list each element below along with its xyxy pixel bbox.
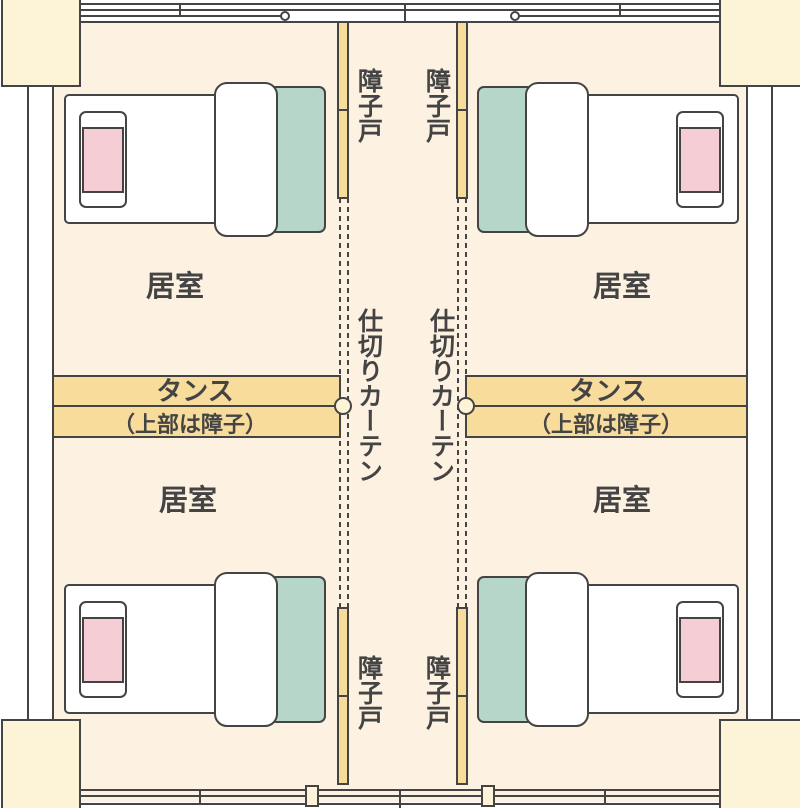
tansu-label-left: タンス bbox=[156, 377, 233, 407]
pillow-icon bbox=[679, 617, 721, 683]
curtain-ring-icon bbox=[334, 397, 352, 415]
curtain-ring-icon bbox=[457, 397, 475, 415]
tansu-label-right: タンス bbox=[569, 377, 646, 407]
top-window-icon bbox=[80, 3, 720, 23]
shoji-door-label-top-right: 障子戸 bbox=[423, 67, 452, 144]
shoji-door-label-top-left: 障子戸 bbox=[355, 67, 384, 144]
room-label-bottom-right: 居室 bbox=[593, 483, 651, 517]
bed-icon bbox=[64, 82, 326, 237]
pillow-icon bbox=[679, 127, 721, 193]
bed-icon bbox=[64, 572, 326, 727]
partition-curtain-label-right: 仕切りカーテン bbox=[427, 308, 457, 483]
bottom-window-icon bbox=[80, 785, 720, 808]
room-label-top-left: 居室 bbox=[146, 269, 204, 303]
pillow-icon bbox=[82, 127, 124, 193]
room-label-top-right: 居室 bbox=[593, 269, 651, 303]
tansu-note-left: （上部は障子） bbox=[113, 412, 267, 438]
tansu-right bbox=[465, 375, 748, 438]
partition-curtain-label-left: 仕切りカーテン bbox=[355, 308, 385, 483]
shoji-door-label-bottom-left: 障子戸 bbox=[355, 654, 384, 731]
room-label-bottom-left: 居室 bbox=[159, 483, 217, 517]
pillow-icon bbox=[82, 617, 124, 683]
shoji-doors bbox=[337, 21, 468, 785]
bed-icon bbox=[477, 82, 739, 237]
bed-icon bbox=[477, 572, 739, 727]
tansu-note-right: （上部は障子） bbox=[529, 412, 683, 438]
tansu-left bbox=[52, 375, 341, 438]
shoji-door-label-bottom-right: 障子戸 bbox=[423, 654, 452, 731]
